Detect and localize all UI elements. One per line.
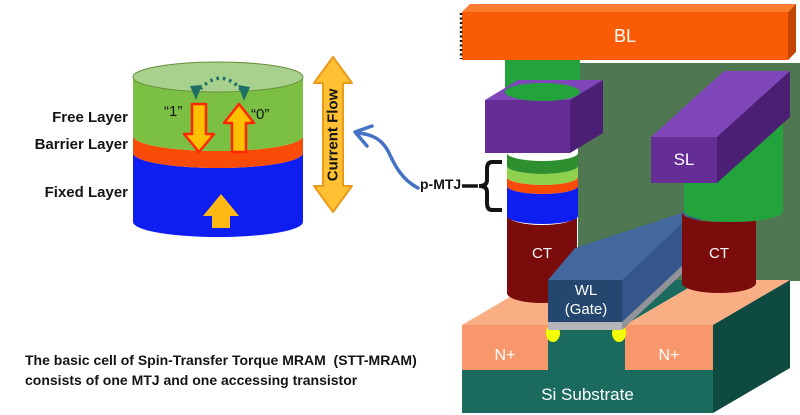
spin-arc-head-right [238,85,250,101]
current-flow-label: Current Flow [324,88,342,182]
source-line-top-face [651,71,790,137]
curly-brace-icon [478,160,502,212]
stack-fixed-layer [507,186,578,224]
word-line-top-face [548,207,700,280]
spin-toggle-arc-icon [190,76,250,101]
n-plus-left-label: N+ [494,347,516,364]
caption-line-2: consists of one MTJ and one accessing tr… [25,372,358,388]
stack-free-layer [507,166,578,185]
caption-line-1: The basic cell of Spin-Transfer Torque M… [25,352,417,368]
free-layer-band [133,77,303,151]
current-flow-arrow-icon [313,56,353,213]
write-0-up-arrow-icon [222,102,256,154]
bit-line-bar [459,4,796,60]
contact-left-label: CT [532,245,552,262]
barrier-layer-label: Barrier Layer [34,136,128,153]
n-plus-right-label: N+ [658,347,680,364]
n-plus-right-region [625,325,713,370]
bit-line-top-face [462,4,796,12]
contact-right-label: CT [709,245,729,262]
bit-via-bottom [505,83,580,101]
stack-cap-layer [507,153,578,174]
fixed-layer-label: Fixed Layer [44,184,128,201]
state-1-label: “1” [164,103,183,120]
si-substrate-block [462,370,713,413]
free-layer-label: Free Layer [52,109,128,126]
state-0-label: “0” [251,106,270,123]
pointer-arrow-head [353,124,374,148]
p-mtj-stack [507,153,578,224]
p-mtj-label: p-MTJ [420,176,462,192]
fixed-layer-band [133,153,303,237]
bit-line-side-face [788,4,796,60]
source-line-front-face [651,137,717,183]
gate-oxide-front [548,322,622,330]
bit-line-front-face [462,12,788,60]
pointer-arrow-curve [356,131,420,190]
substrate-side-face [713,280,790,413]
cross-line-side-face [570,80,603,153]
word-line-gate-bar [548,207,700,330]
write-1-down-arrow-icon [182,102,216,154]
word-line-front-face [548,280,622,322]
source-line-bar [651,71,790,183]
bit-line-label: BL [613,26,637,46]
spin-arc-head-left [190,85,202,100]
source-line-label: SL [673,150,695,169]
word-line-side-face [622,207,700,322]
substrate-label: Si Substrate [541,385,634,404]
n-plus-right-top-face [625,280,790,325]
barrier-layer-band [133,136,303,168]
word-line-sublabel: (Gate) [564,301,608,318]
fixed-magnetization-arrow-icon [203,194,239,228]
source-line-side-face [717,71,790,183]
pointer-arrow-icon [353,124,420,190]
contact-right-pillar [682,212,756,293]
word-line-label: WL [574,282,598,299]
word-line-label-block: WL (Gate) [548,281,624,319]
p-mtj-brace [462,160,502,212]
cross-line-front-face [485,100,570,153]
stack-barrier-layer [507,177,578,194]
n-plus-left-region [462,325,548,370]
mtj-cylinder [132,61,304,237]
gate-oxide-side [622,249,700,330]
cell-structure [459,4,800,413]
